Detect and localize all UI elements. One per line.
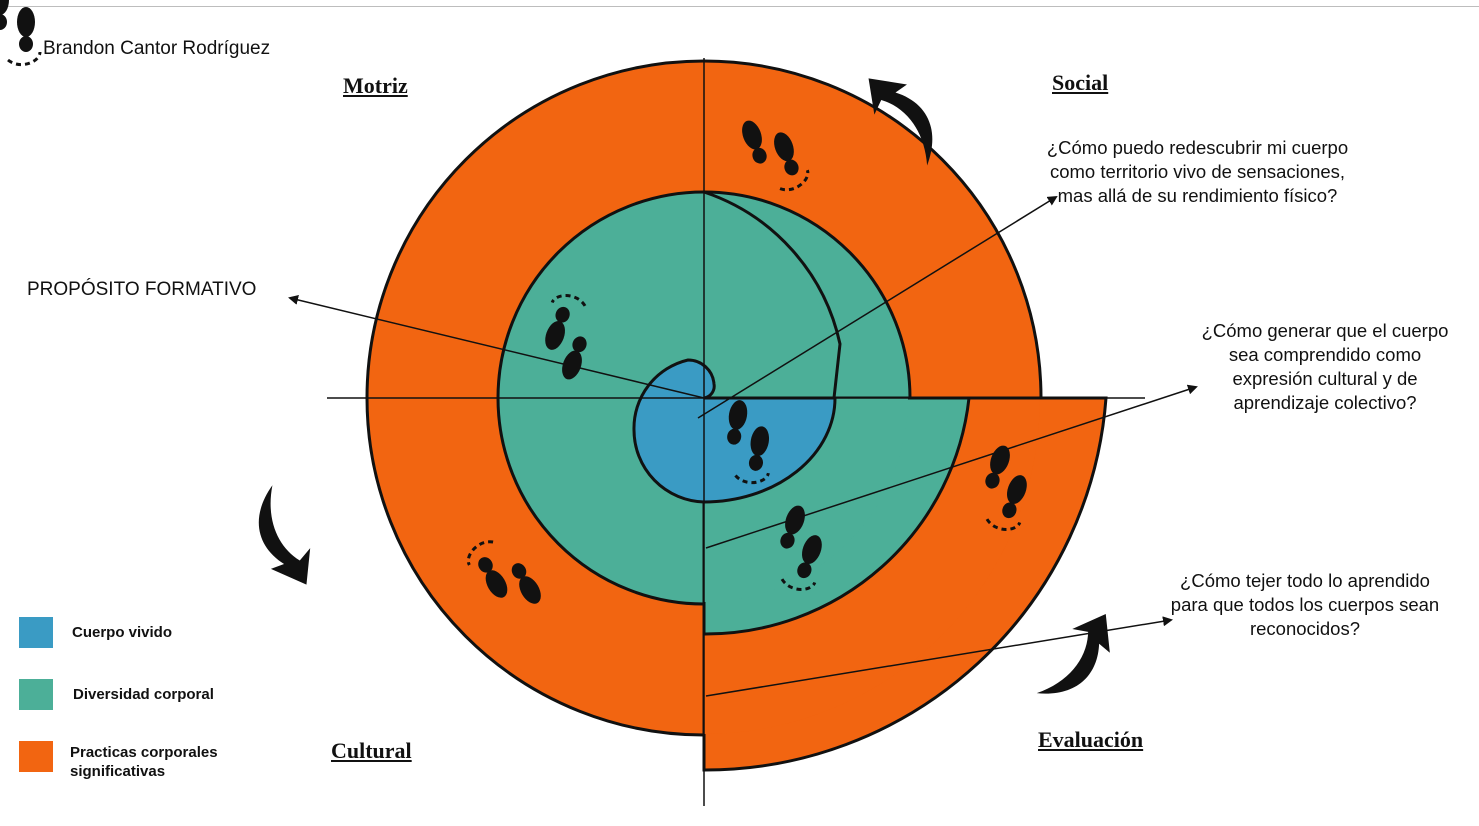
dimension-evaluacion: Evaluación: [1038, 727, 1144, 752]
legend-swatch-orange: [19, 741, 53, 772]
top-divider: [0, 6, 1479, 7]
legend-label-3: Practicas corporales significativas: [70, 744, 218, 780]
dimension-cultural: Cultural: [331, 738, 412, 763]
legend-swatch-teal: [19, 679, 53, 710]
dimension-motriz: Motriz: [343, 73, 408, 98]
legend-label-2: Diversidad corporal: [73, 686, 214, 703]
purpose-pointer: [288, 295, 705, 399]
purpose-label: PROPÓSITO FORMATIVO: [27, 279, 257, 300]
curved-arrow-icon: [258, 485, 311, 585]
question-3: ¿Cómo tejer todo lo aprendido para que t…: [1170, 570, 1440, 639]
dimension-social: Social: [1052, 70, 1109, 95]
question-1: ¿Cómo puedo redescubrir mi cuerpo como t…: [1046, 137, 1349, 206]
question1-pointer: [697, 195, 1058, 419]
teal-top-right-arc: [703, 190, 842, 399]
question-2: ¿Cómo generar que el cuerpo sea comprend…: [1201, 320, 1449, 413]
curved-arrow-icon: [1036, 614, 1110, 694]
legend-swatch-blue: [19, 617, 53, 648]
curved-arrow-icon: [868, 78, 933, 166]
footprints-icon: [0, 0, 42, 66]
legend-label-1: Cuerpo vivido: [72, 624, 173, 641]
author-name: Brandon Cantor Rodríguez: [43, 38, 271, 59]
